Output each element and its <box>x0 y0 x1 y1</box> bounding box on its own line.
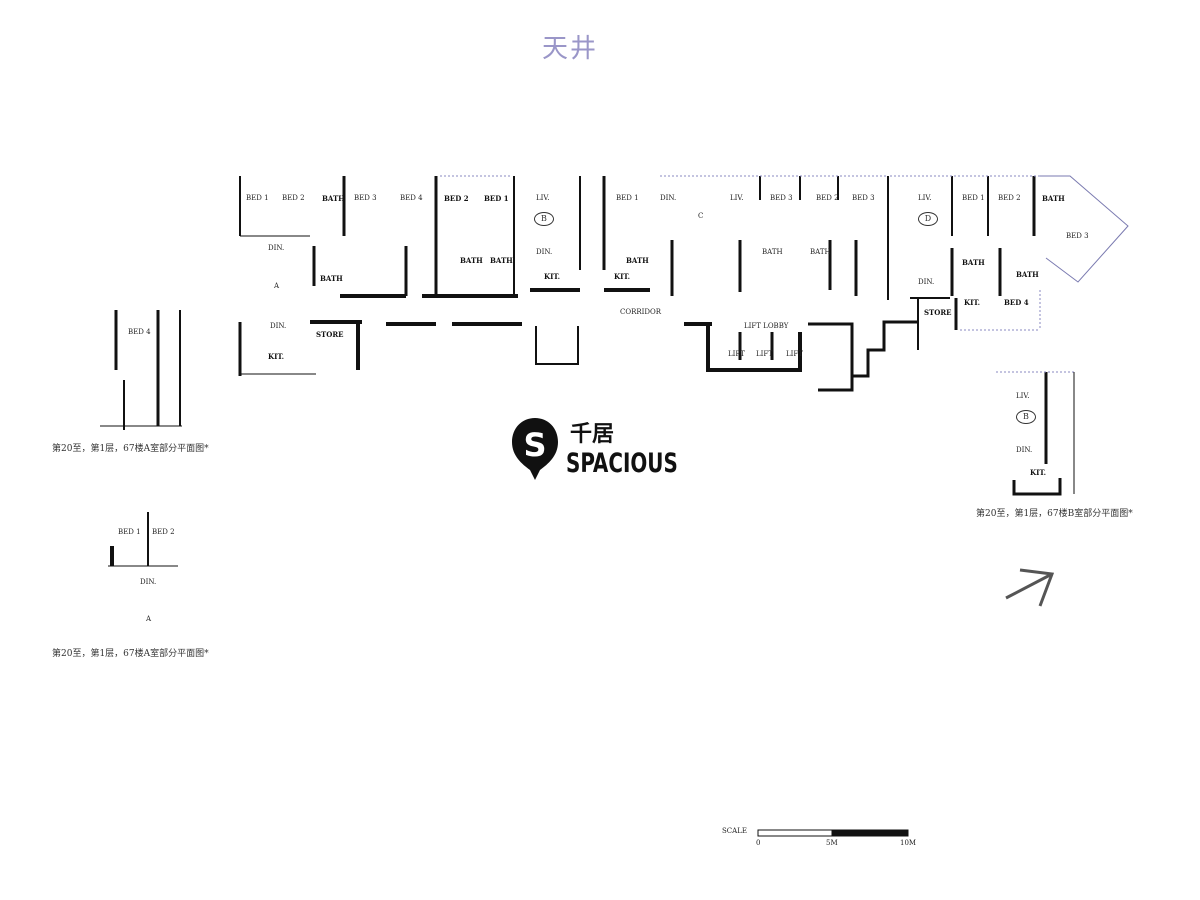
scale-tick-5: 5M <box>826 839 838 847</box>
room-label-bath-b: BATH <box>460 256 483 265</box>
north-arrow <box>1005 568 1055 607</box>
unit-marker-a: A <box>274 282 280 290</box>
caption-partial-a-bottom: 第20至，第1层，67楼A室部分平面图* <box>52 649 209 659</box>
logo-s-icon: S <box>512 418 558 480</box>
room-label-bed4d: BED 4 <box>1004 298 1029 307</box>
scale-tick-0: 0 <box>756 839 761 847</box>
partial-a-bed4: BED 4 <box>128 328 151 336</box>
room-label-liv-c: LIV. <box>730 194 744 202</box>
room-label-kit-a: KIT. <box>268 352 285 361</box>
partial-b-liv: LIV. <box>1016 392 1030 400</box>
room-label-din-a: DIN. <box>268 244 285 252</box>
caption-partial-b: 第20至，第1层，67楼B室部分平面图* <box>976 509 1133 519</box>
lift-label-3: LIFT <box>786 350 803 358</box>
room-label-bed1d: BED 1 <box>962 194 985 202</box>
lift-lobby-label: LIFT LOBBY <box>744 322 789 330</box>
room-label-bed1c: BED 1 <box>616 194 639 202</box>
partial-a2-bed2: BED 2 <box>152 528 175 536</box>
partial-a2-bed1: BED 1 <box>118 528 141 536</box>
room-label-liv-b: LIV. <box>536 194 550 202</box>
room-label-bed3: BED 3 <box>354 194 377 202</box>
room-label-bath-d2: BATH <box>962 258 985 267</box>
room-label-bed3e: BED 3 <box>1066 232 1089 240</box>
logo-chinese: 千居 <box>570 422 615 447</box>
room-label-kit-b: KIT. <box>544 272 561 281</box>
room-label-kit-d: KIT. <box>964 298 981 307</box>
logo-english: SPACIOUS <box>566 448 678 479</box>
scale-label: SCALE <box>722 827 747 835</box>
room-label-kit-c: KIT. <box>614 272 631 281</box>
room-label-bath-c: BATH <box>626 256 649 265</box>
partial-b-din: DIN. <box>1016 446 1033 454</box>
room-label-din-a2: DIN. <box>270 322 287 330</box>
room-label-store-d: STORE <box>924 308 952 317</box>
room-label-bed1b: BED 1 <box>484 194 509 203</box>
partial-a2-unit: A <box>146 615 152 623</box>
lift-label-2: LIFT <box>756 350 773 358</box>
room-label-bed1: BED 1 <box>246 194 269 202</box>
room-label-bed3c: BED 3 <box>770 194 793 202</box>
room-label-bath-d: BATH <box>1042 194 1065 203</box>
room-label-bath-c2: BATH <box>762 248 783 256</box>
partial-b-kit: KIT. <box>1030 468 1047 477</box>
partial-a2-din: DIN. <box>140 578 157 586</box>
room-label-bed2: BED 2 <box>282 194 305 202</box>
room-label-bath-a: BATH <box>322 194 345 203</box>
room-label-bed3d: BED 3 <box>852 194 875 202</box>
room-label-liv-d: LIV. <box>918 194 932 202</box>
corridor-label: CORRIDOR <box>620 308 662 316</box>
svg-text:S: S <box>523 426 546 464</box>
caption-partial-a-top: 第20至，第1层，67楼A室部分平面图* <box>52 444 209 454</box>
room-label-din-d: DIN. <box>918 278 935 286</box>
courtyard-title: 天井 <box>542 34 599 64</box>
partial-b-unit: B <box>1016 410 1036 424</box>
room-label-bath-c3: BATH <box>810 248 831 256</box>
room-label-bed2d: BED 2 <box>998 194 1021 202</box>
room-label-bath-b2: BATH <box>490 256 513 265</box>
scale-bar <box>757 829 909 837</box>
room-label-bath-d3: BATH <box>1016 270 1039 279</box>
room-label-bed2c: BED 2 <box>816 194 839 202</box>
room-label-store-a: STORE <box>316 330 344 339</box>
room-label-din-c: DIN. <box>660 194 677 202</box>
unit-marker-c: C <box>698 212 704 220</box>
scale-tick-10: 10M <box>900 839 917 847</box>
room-label-bed4: BED 4 <box>400 194 423 202</box>
unit-marker-d: D <box>918 212 938 226</box>
room-label-bed2b: BED 2 <box>444 194 469 203</box>
room-label-bath-a2: BATH <box>320 274 343 283</box>
spacious-logo: S 千居 SPACIOUS <box>510 416 690 486</box>
room-label-din-b: DIN. <box>536 248 553 256</box>
lift-label-1: LIFT <box>728 350 745 358</box>
unit-marker-b: B <box>534 212 554 226</box>
